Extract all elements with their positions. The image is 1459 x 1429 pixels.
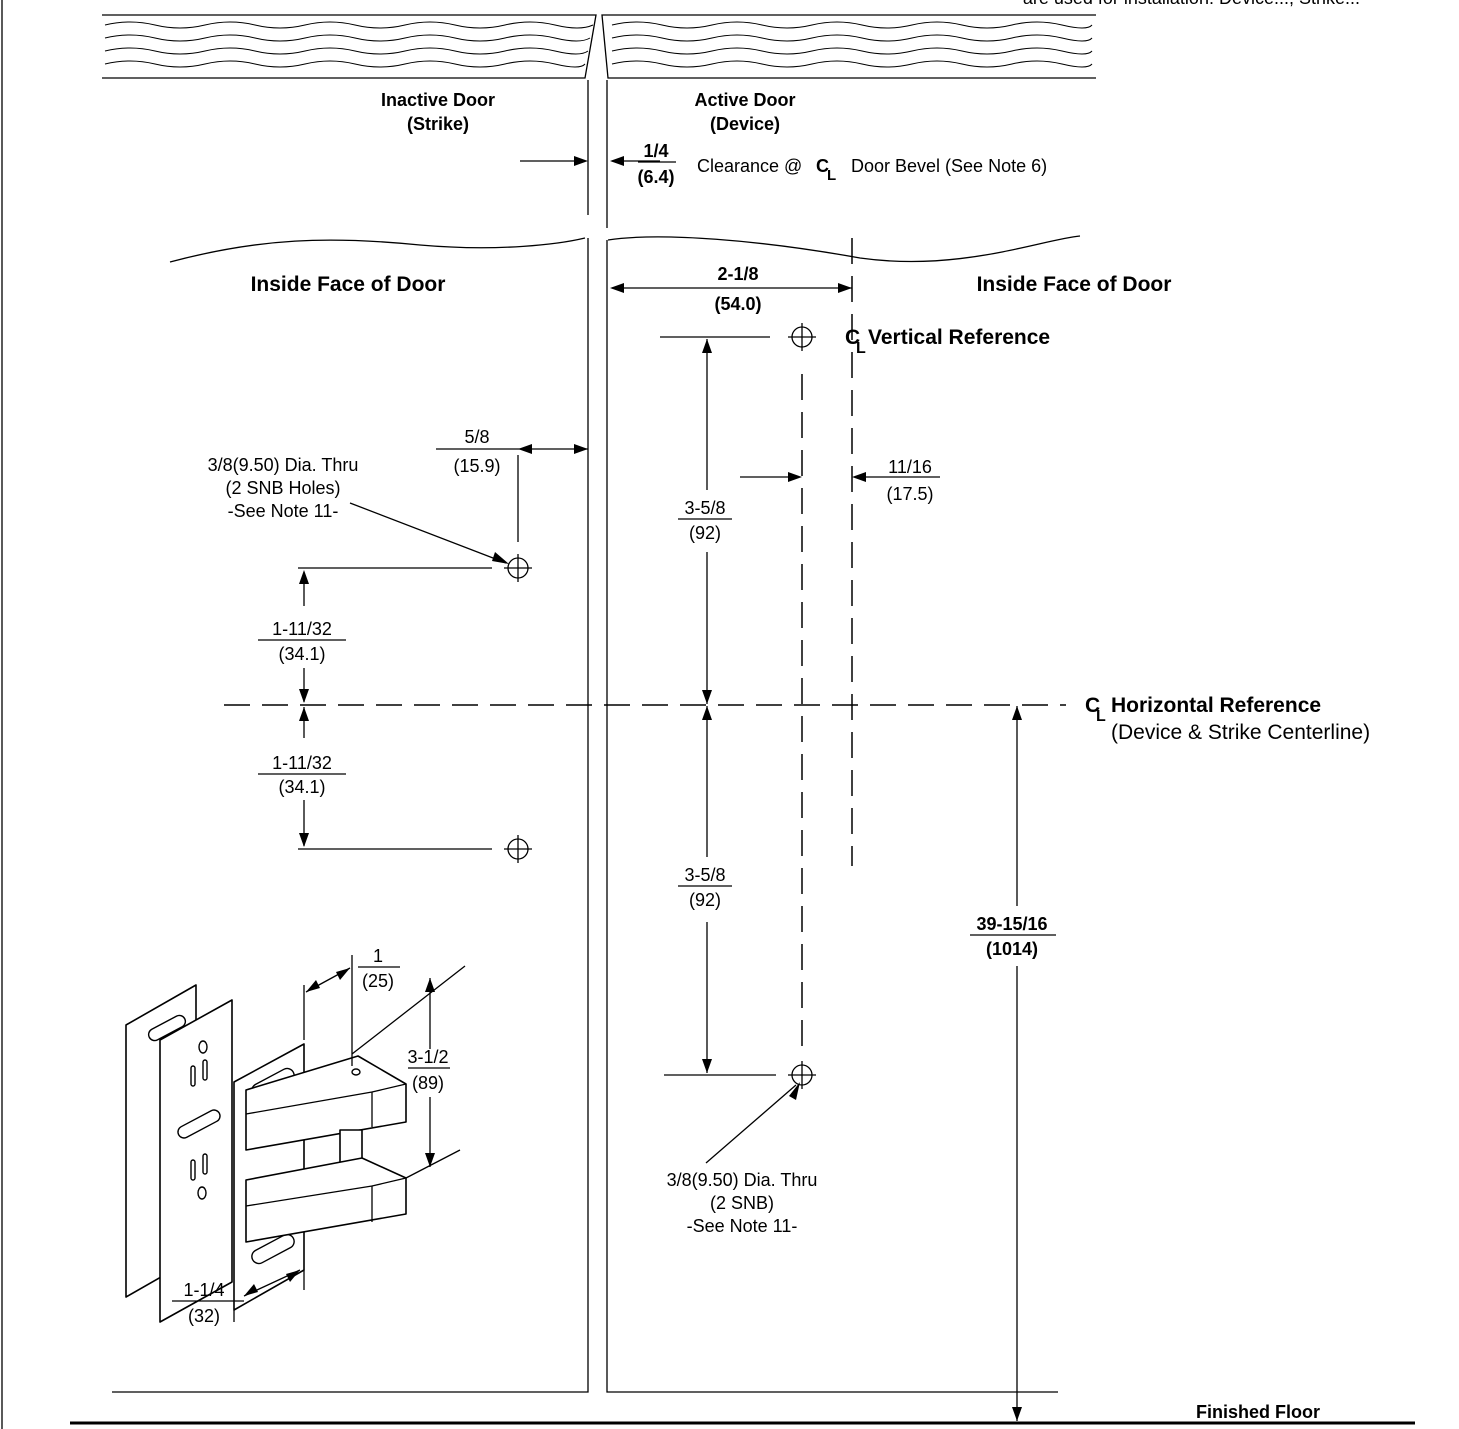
svg-text:(89): (89): [412, 1073, 444, 1093]
svg-text:(17.5): (17.5): [886, 484, 933, 504]
svg-text:(54.0): (54.0): [714, 294, 761, 314]
device-hole-top: [788, 323, 816, 351]
svg-text:L: L: [827, 167, 836, 184]
dim-1-11-32-bottom: 1-11/32 (34.1): [258, 707, 346, 847]
strike-hole-note: 3/8(9.50) Dia. Thru (2 SNB Holes) -See N…: [208, 455, 509, 564]
svg-text:1: 1: [373, 946, 383, 966]
svg-text:(2 SNB): (2 SNB): [710, 1193, 774, 1213]
svg-text:(15.9): (15.9): [453, 456, 500, 476]
inactive-door-section: [102, 14, 597, 79]
inactive-door-edge: [112, 238, 589, 1393]
dim-1-1-4: 1-1/4 (32): [172, 1269, 305, 1326]
clearance-fraction: 1/4: [643, 141, 668, 161]
horizontal-reference-label: C L Horizontal Reference (Device & Strik…: [1085, 694, 1370, 744]
device-hole-bottom: [788, 1061, 816, 1089]
dim-11-16: 11/16 (17.5): [740, 457, 940, 504]
svg-text:(Device & Strike Centerline): (Device & Strike Centerline): [1111, 721, 1370, 744]
device-hole-note: 3/8(9.50) Dia. Thru (2 SNB) -See Note 11…: [667, 1082, 818, 1236]
wood-grain: [104, 21, 1093, 68]
header-note: are used for installation: Device..., St…: [1023, 0, 1360, 8]
dim-1: 1 (25): [303, 946, 400, 1066]
clearance-note: Door Bevel (See Note 6): [851, 156, 1047, 176]
inactive-door-title: Inactive Door: [381, 90, 495, 110]
svg-text:(92): (92): [689, 890, 721, 910]
door-section-plan: [102, 14, 1096, 79]
dim-3-5-8-top: 3-5/8 (92): [678, 339, 732, 704]
clearance-dimension: 1/4 (6.4) Clearance @ C L Door Bevel (Se…: [520, 141, 1047, 187]
inside-face-right: Inside Face of Door: [977, 273, 1172, 296]
svg-text:-See Note 11-: -See Note 11-: [228, 501, 339, 521]
strike-hardware-isometric: [125, 984, 407, 1323]
svg-text:-See Note 11-: -See Note 11-: [687, 1216, 798, 1236]
svg-text:5/8: 5/8: [464, 427, 489, 447]
svg-text:1-1/4: 1-1/4: [183, 1280, 224, 1300]
strike-hole-top: [504, 554, 532, 582]
svg-text:2-1/8: 2-1/8: [717, 264, 758, 284]
strike-upper-arm: [245, 1055, 407, 1151]
vertical-reference-label: C L Vertical Reference: [845, 326, 1050, 357]
clearance-metric: (6.4): [637, 167, 674, 187]
mounting-plate: [159, 999, 233, 1323]
centerline-symbol: C L: [816, 156, 836, 184]
inactive-door-subtitle: (Strike): [407, 114, 469, 134]
svg-text:(2 SNB Holes): (2 SNB Holes): [225, 478, 340, 498]
active-door-title: Active Door: [694, 90, 795, 110]
svg-text:(32): (32): [188, 1306, 220, 1326]
svg-text:(25): (25): [362, 971, 394, 991]
dim-3-5-8-bottom: 3-5/8 (92): [678, 706, 732, 1073]
svg-text:L: L: [856, 340, 866, 357]
svg-text:3-5/8: 3-5/8: [684, 498, 725, 518]
svg-text:(34.1): (34.1): [278, 644, 325, 664]
dim-2-1-8: 2-1/8 (54.0): [610, 264, 852, 314]
dim-3-1-2: 3-1/2 (89): [351, 965, 466, 1179]
svg-text:3/8(9.50) Dia. Thru: 3/8(9.50) Dia. Thru: [667, 1170, 818, 1190]
svg-text:C: C: [1085, 694, 1100, 717]
svg-text:3/8(9.50) Dia. Thru: 3/8(9.50) Dia. Thru: [208, 455, 359, 475]
dim-39-15-16: 39-15/16 (1014): [970, 706, 1056, 1421]
inside-face-left: Inside Face of Door: [251, 273, 446, 296]
dim-5-8: 5/8 (15.9): [436, 427, 588, 476]
svg-text:(92): (92): [689, 523, 721, 543]
svg-text:11/16: 11/16: [888, 457, 932, 477]
dim-1-11-32-top: 1-11/32 (34.1): [258, 570, 346, 703]
svg-text:Vertical Reference: Vertical Reference: [868, 326, 1050, 349]
active-door-edge: [606, 240, 1058, 1393]
svg-text:3-1/2: 3-1/2: [407, 1047, 448, 1067]
svg-text:C: C: [845, 326, 860, 349]
finished-floor-label: Finished Floor: [1196, 1402, 1320, 1422]
svg-text:1-11/32: 1-11/32: [272, 619, 332, 639]
svg-text:39-15/16: 39-15/16: [976, 914, 1047, 934]
strike-lower-arm: [245, 1157, 407, 1243]
active-door-section: [601, 14, 1096, 79]
svg-text:Horizontal Reference: Horizontal Reference: [1111, 694, 1321, 717]
svg-text:1-11/32: 1-11/32: [272, 753, 332, 773]
svg-text:C: C: [816, 156, 829, 176]
svg-text:(34.1): (34.1): [278, 777, 325, 797]
svg-text:(1014): (1014): [986, 939, 1038, 959]
svg-text:3-5/8: 3-5/8: [684, 865, 725, 885]
svg-text:L: L: [1096, 708, 1106, 725]
strike-hole-bottom: [504, 835, 532, 863]
active-door-subtitle: (Device): [710, 114, 780, 134]
clearance-label: Clearance @: [697, 156, 802, 176]
break-line-right: [607, 235, 1081, 263]
break-line-left: [169, 237, 586, 263]
